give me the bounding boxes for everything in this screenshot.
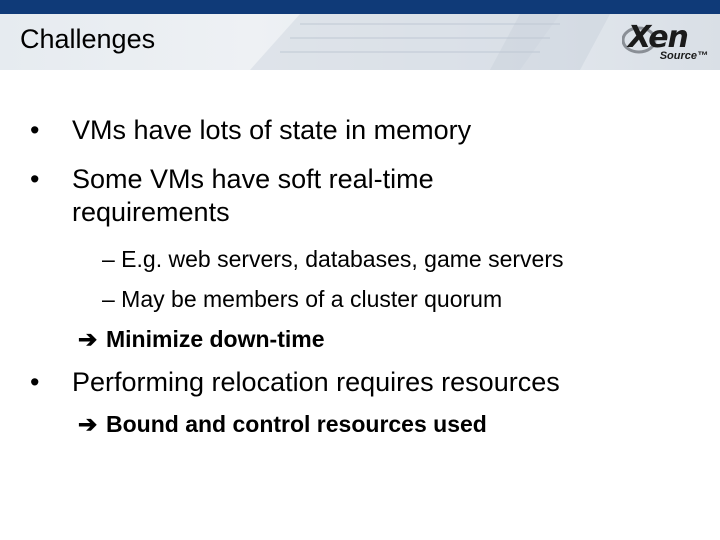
conclusion-text: Minimize down-time: [106, 326, 325, 352]
header-satellite-graphic: [250, 14, 610, 70]
subitem-2: – May be members of a cluster quorum: [102, 286, 503, 312]
subitem-1: – E.g. web servers, databases, game serv…: [102, 246, 564, 272]
bullet-2-text: Some VMs have soft real-time requirement…: [72, 164, 434, 227]
bullet-3: • Performing relocation requires resourc…: [30, 366, 690, 399]
conclusion-minimize-downtime: ➔ Minimize down-time: [78, 325, 325, 353]
conclusion-bound-resources: ➔ Bound and control resources used: [78, 410, 487, 438]
bullet-1: • VMs have lots of state in memory: [30, 114, 690, 147]
right-arrow-icon: ➔: [78, 411, 98, 437]
bullet-dot: •: [30, 115, 40, 145]
bullet-1-text: VMs have lots of state in memory: [72, 115, 472, 145]
slide-header: Challenges Xen Source™: [0, 14, 720, 70]
bullet-3-text: Performing relocation requires resources: [72, 367, 560, 397]
bullet-dot: •: [30, 367, 40, 397]
slide-title: Challenges: [20, 24, 156, 54]
xensource-logo: Xen Source™: [618, 20, 708, 64]
right-arrow-icon: ➔: [78, 326, 98, 352]
xen-swoosh-icon: [622, 26, 657, 54]
bullet-dot: •: [30, 164, 40, 194]
top-bar: [0, 0, 720, 14]
bullet-2: • Some VMs have soft real-time requireme…: [30, 163, 530, 229]
logo-name: Xen: [628, 20, 689, 55]
conclusion-text: Bound and control resources used: [106, 411, 487, 437]
logo-subtext: Source™: [659, 50, 708, 62]
